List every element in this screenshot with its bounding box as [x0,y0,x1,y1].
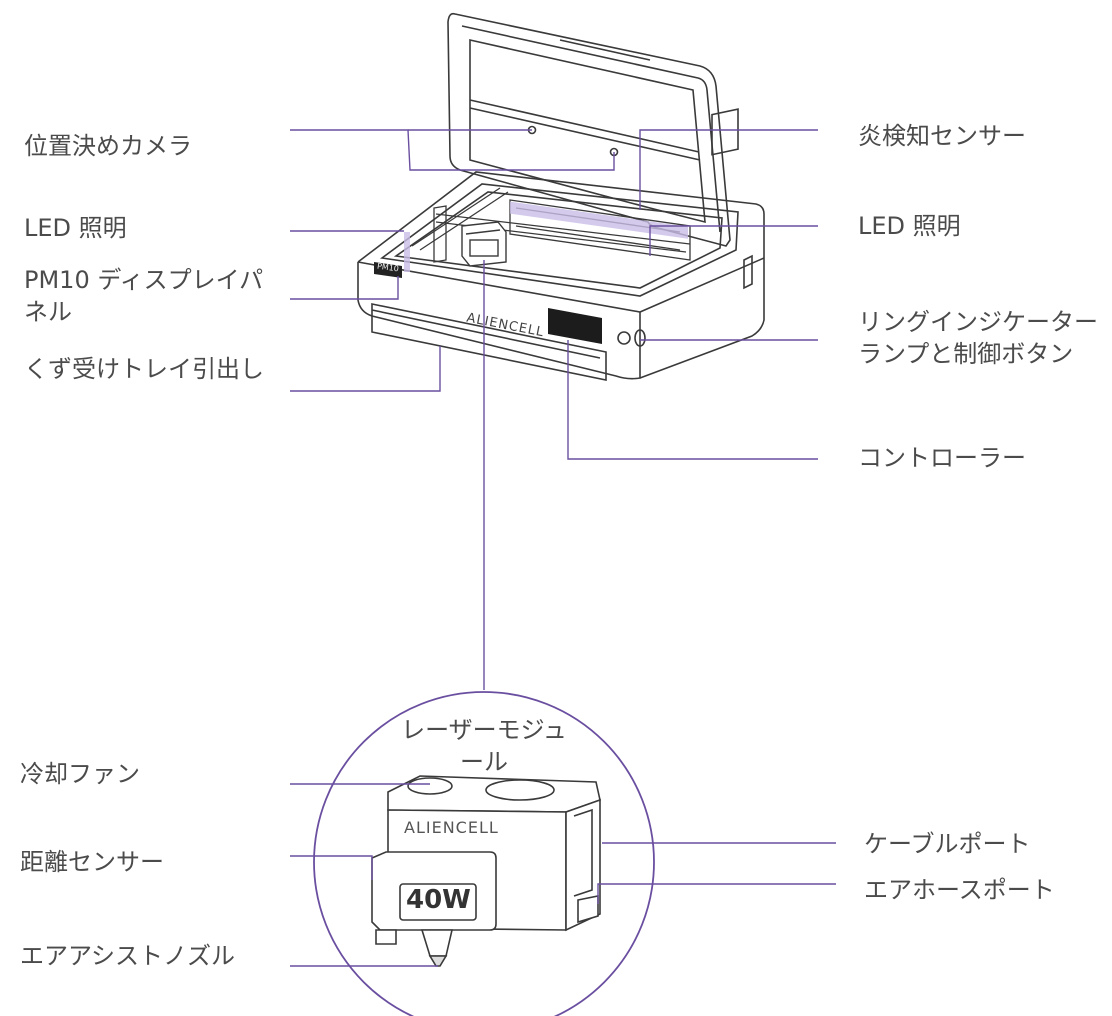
controller-panel [548,308,602,344]
leader-led-right [649,225,818,256]
label-air-hose-port: エアホースポート [864,876,1055,904]
leader-flame-sensor [639,129,818,210]
leader-air-hose [597,883,836,904]
label-crumb-tray: くず受けトレイ引出し [24,355,264,383]
laser-module-detail [371,775,601,967]
label-cooling-fan: 冷却ファン [20,760,140,788]
module-power-label: 40W [406,885,471,915]
detail-circle [313,691,655,1016]
machine-base [357,108,765,381]
machine-lid [447,12,731,247]
leader-pm10 [290,276,399,300]
led-strip-back [510,201,688,239]
label-led-right: LED 照明 [858,212,961,240]
label-cable-port: ケーブルポート [864,830,1031,858]
leader-positioning-camera [290,129,615,171]
label-pm10-display: PM10 ディスプレイパネル [24,266,264,326]
label-controller: コントローラー [858,444,1026,472]
label-distance-sensor: 距離センサー [20,848,164,876]
label-flame-sensor: 炎検知センサー [858,122,1026,150]
leader-distance-sensor [290,855,373,880]
label-ring-indicator: リングインジケーターランプと制御ボタン [858,308,1098,368]
leader-lines-top [290,129,818,690]
leader-lines-bottom [290,783,836,967]
label-air-assist-nozzle: エアアシストノズル [20,942,236,970]
led-strip-left [404,232,410,272]
leader-crumb-tray [290,346,441,392]
leader-controller [567,340,818,460]
label-positioning-camera: 位置決めカメラ [24,132,192,160]
ring-button [617,329,646,347]
brand-label-module: ALIENCELL [404,818,499,837]
pm10-display-panel [374,262,402,278]
label-laser-module: レーザーモジュール [401,716,567,776]
label-led-left: LED 照明 [24,214,127,242]
gantry [411,187,691,263]
gantry-laser-head [461,221,507,267]
